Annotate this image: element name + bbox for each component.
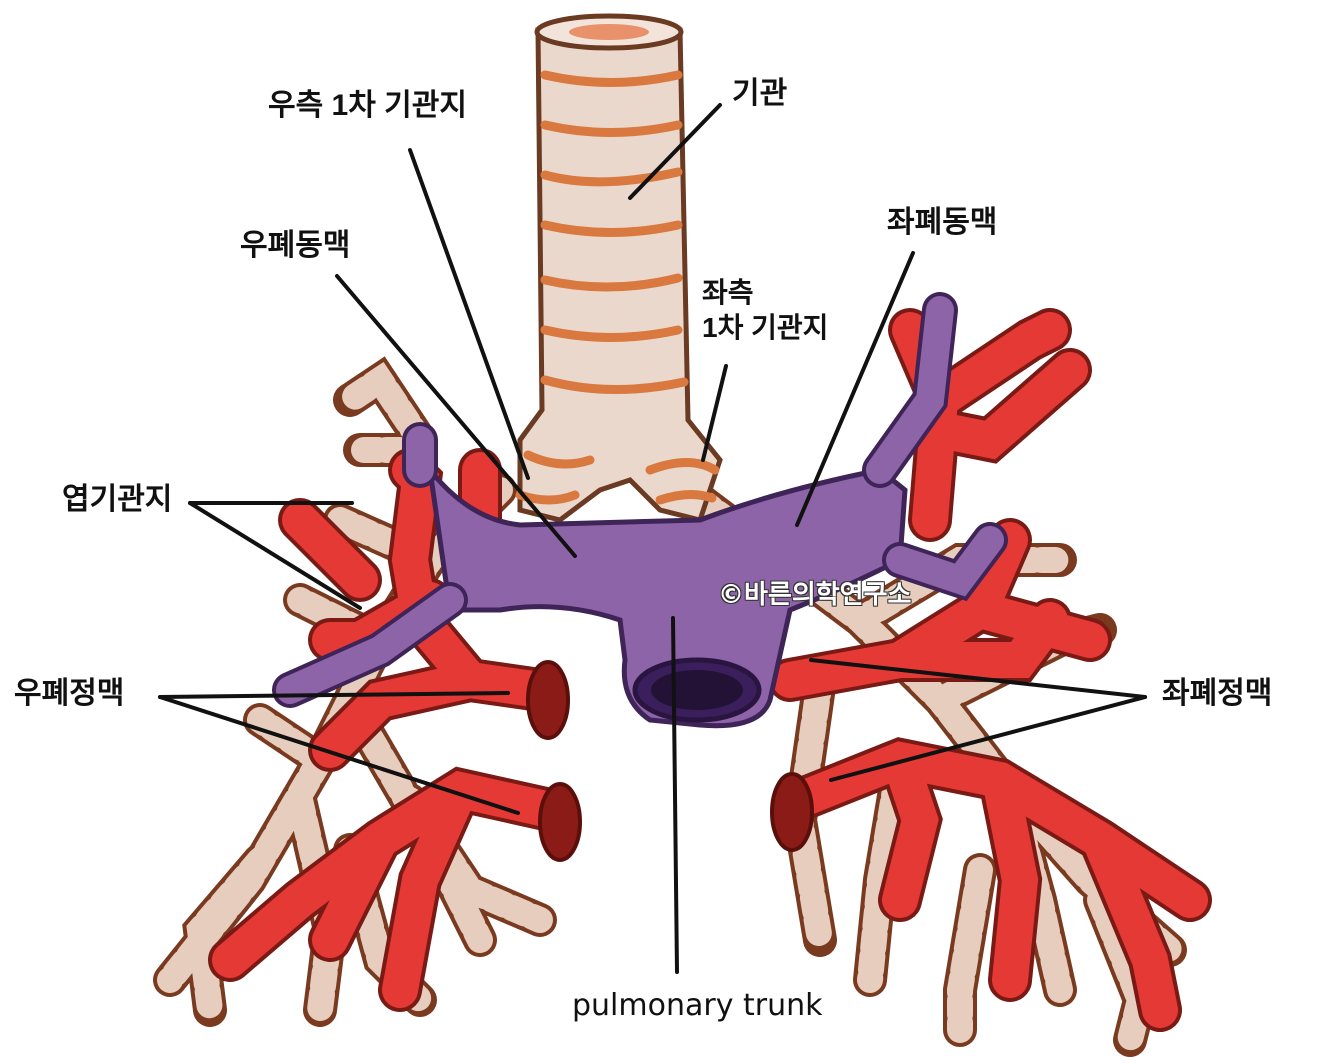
label-pulmonary-trunk: pulmonary trunk: [572, 988, 823, 1023]
watermark: ©바른의학연구소: [718, 580, 912, 610]
label-right-main-bronchus: 우측 1차 기관지: [268, 89, 467, 122]
label-left-main-bronchus-line2: 1차 기관지: [702, 312, 829, 343]
label-right-pulmonary-veins: 우폐정맥: [14, 677, 125, 710]
label-right-pulmonary-artery: 우폐동맥: [240, 229, 351, 262]
label-trachea: 기관: [732, 77, 788, 110]
leader-lines: [158, 103, 1147, 974]
label-left-pulmonary-veins: 좌폐정맥: [1162, 677, 1273, 710]
trachea: [515, 13, 723, 523]
label-left-main-bronchus-line1: 좌측: [702, 277, 754, 308]
label-left-pulmonary-artery: 좌폐동맥: [887, 206, 998, 239]
label-lobar-bronchi: 엽기관지: [62, 483, 173, 516]
